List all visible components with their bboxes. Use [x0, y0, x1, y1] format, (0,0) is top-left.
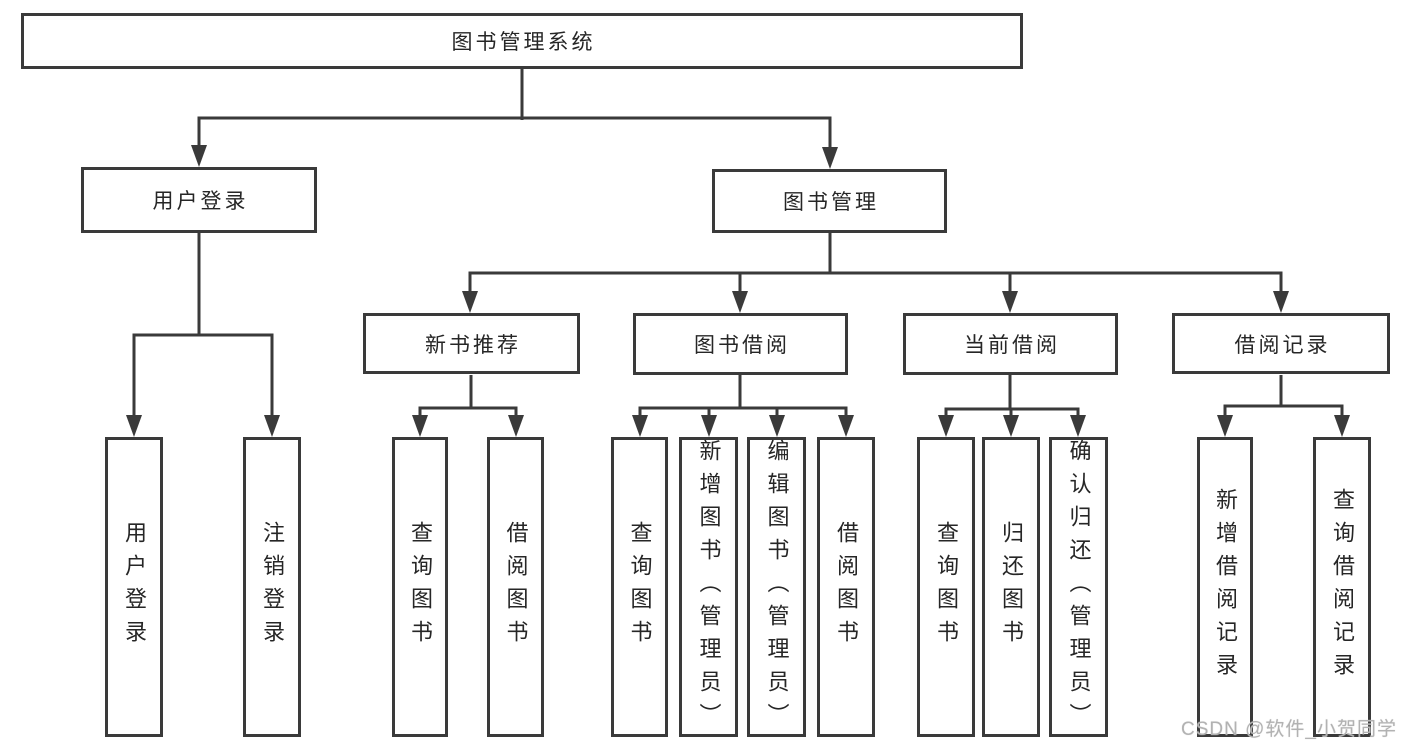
node-book-management-label: 图书管理: [783, 191, 879, 214]
node-book-management: 图书管理: [712, 169, 947, 233]
leaf-add-borrow-record: 新增借阅记录: [1197, 437, 1253, 737]
leaf-add-borrow-record-label: 新增借阅记录: [1213, 488, 1238, 686]
leaf-query-book-1-label: 查询图书: [408, 521, 433, 653]
leaf-query-book-2: 查询图书: [611, 437, 668, 737]
leaf-add-book-admin: 新增图书（管理员）: [679, 437, 738, 737]
leaf-borrow-book-2-label: 借阅图书: [834, 521, 859, 653]
node-borrow-records-label: 借阅记录: [1234, 333, 1331, 357]
leaf-add-book-admin-label: 新增图书（管理员）: [696, 438, 722, 736]
watermark-text: CSDN @软件_小贺同学: [1181, 719, 1397, 740]
connector-segments: [132, 69, 1344, 420]
node-book-borrow: 图书借阅: [633, 313, 848, 375]
node-book-borrow-label: 图书借阅: [694, 334, 790, 357]
leaf-edit-book-admin: 编辑图书（管理员）: [747, 437, 806, 737]
node-user-login: 用户登录: [81, 167, 317, 233]
leaf-return-book: 归还图书: [982, 437, 1040, 737]
leaf-logout-login: 注销登录: [243, 437, 301, 737]
leaf-user-login: 用户登录: [105, 437, 163, 737]
leaf-query-book-3: 查询图书: [917, 437, 975, 737]
leaf-borrow-book-2: 借阅图书: [817, 437, 875, 737]
node-root: 图书管理系统: [21, 13, 1023, 69]
node-borrow-records: 借阅记录: [1172, 313, 1390, 374]
leaf-borrow-book-1: 借阅图书: [487, 437, 544, 737]
leaf-query-book-1: 查询图书: [392, 437, 448, 737]
arrowheads: [126, 145, 1350, 437]
leaf-borrow-book-1-label: 借阅图书: [503, 521, 529, 653]
node-current-borrow-label: 当前借阅: [964, 334, 1060, 357]
leaf-query-book-3-label: 查询图书: [934, 521, 959, 653]
leaf-query-borrow-record-label: 查询借阅记录: [1330, 488, 1355, 686]
leaf-edit-book-admin-label: 编辑图书（管理员）: [764, 438, 790, 736]
node-new-book-recommend: 新书推荐: [363, 313, 580, 374]
leaf-return-book-label: 归还图书: [999, 521, 1024, 653]
leaf-query-book-2-label: 查询图书: [627, 521, 653, 653]
leaf-confirm-return-admin: 确认归还（管理员）: [1049, 437, 1108, 737]
leaf-user-login-label: 用户登录: [122, 521, 147, 653]
leaf-query-borrow-record: 查询借阅记录: [1313, 437, 1371, 737]
node-new-book-recommend-label: 新书推荐: [425, 333, 521, 357]
leaf-logout-login-label: 注销登录: [260, 521, 285, 653]
node-user-login-label: 用户登录: [152, 190, 249, 213]
node-root-label: 图书管理系统: [451, 31, 596, 54]
leaf-confirm-return-admin-label: 确认归还（管理员）: [1066, 438, 1092, 736]
node-current-borrow: 当前借阅: [903, 313, 1118, 375]
